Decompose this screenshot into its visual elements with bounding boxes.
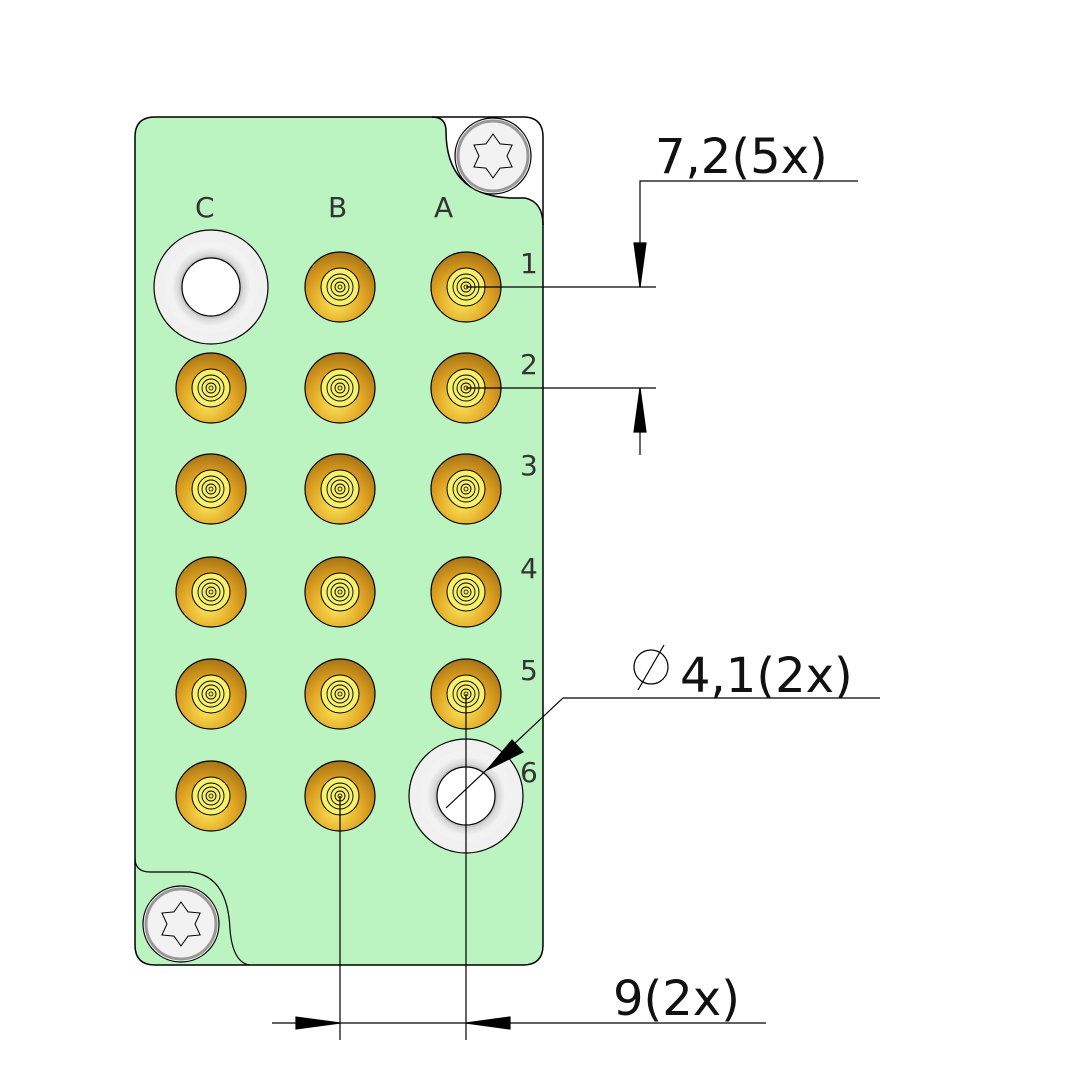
mounting-hole-C1 bbox=[153, 229, 269, 345]
row-label-4: 4 bbox=[520, 552, 538, 585]
row-label-6: 6 bbox=[520, 756, 538, 789]
row-label-2: 2 bbox=[520, 348, 538, 381]
torx-screw-top-icon bbox=[454, 117, 532, 195]
torx-screw-bottom-icon bbox=[142, 885, 220, 963]
contact-pin-A4 bbox=[430, 556, 502, 628]
dimension-horizontal-pitch: 9(2x) bbox=[272, 694, 766, 1040]
column-label-B: B bbox=[328, 191, 347, 224]
hole-diameter-label: 4,1(2x) bbox=[680, 648, 853, 704]
row-label-1: 1 bbox=[520, 247, 538, 280]
column-label-C: C bbox=[195, 191, 215, 224]
pitch-vertical-label: 7,2(5x) bbox=[655, 129, 828, 185]
row-label-5: 5 bbox=[520, 654, 538, 687]
column-label-A: A bbox=[434, 191, 453, 224]
contact-pin-B4 bbox=[304, 556, 376, 628]
contact-pin-B1 bbox=[304, 251, 376, 323]
contact-pin-B2 bbox=[304, 352, 376, 424]
contact-pin-C6 bbox=[175, 760, 247, 832]
contact-pin-C5 bbox=[175, 658, 247, 730]
contact-pin-C3 bbox=[175, 453, 247, 525]
corner-notch-top bbox=[432, 116, 544, 225]
corner-notch-bottom bbox=[134, 857, 251, 966]
contact-pin-B5 bbox=[304, 658, 376, 730]
contact-pin-C4 bbox=[175, 556, 247, 628]
contact-pin-A3 bbox=[430, 453, 502, 525]
contact-pin-B3 bbox=[304, 453, 376, 525]
contact-pin-C2 bbox=[175, 352, 247, 424]
row-label-3: 3 bbox=[520, 449, 538, 482]
dimension-hole-diameter: 4,1(2x) bbox=[445, 644, 880, 809]
pitch-horizontal-label: 9(2x) bbox=[613, 971, 740, 1027]
dimension-vertical-pitch: 7,2(5x) bbox=[466, 129, 858, 455]
